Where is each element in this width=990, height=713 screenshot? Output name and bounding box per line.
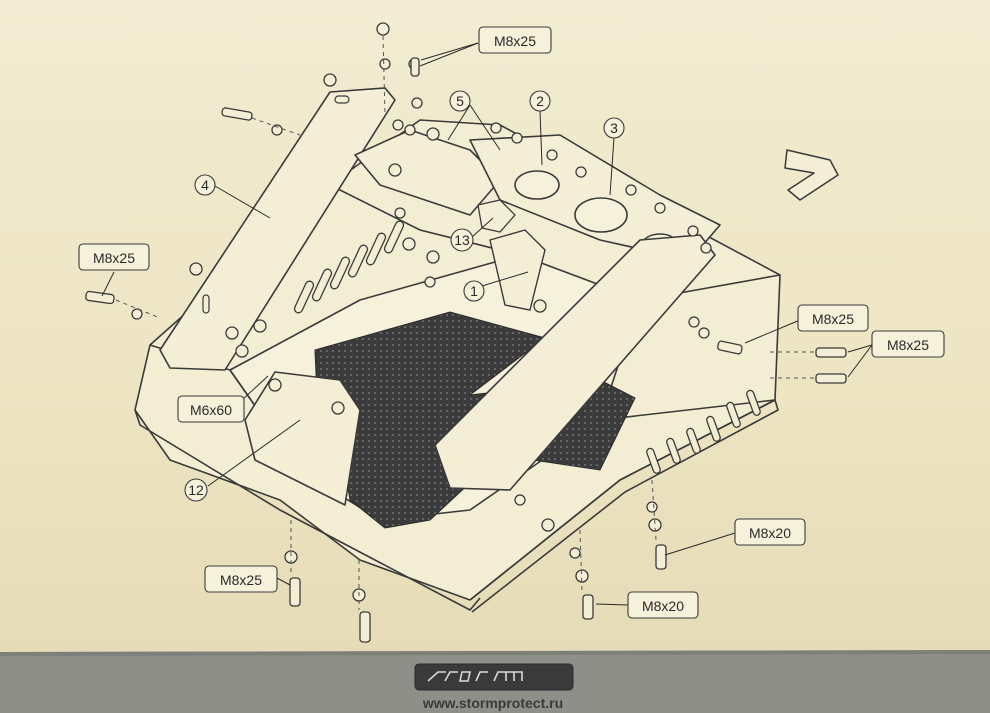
part-number-5: 5 bbox=[449, 90, 471, 112]
assembly-guides bbox=[115, 35, 816, 610]
callout-top: M8x25 bbox=[478, 26, 552, 54]
callout-bottom-left: M8x25 bbox=[204, 565, 278, 593]
footer-band: www.stormprotect.ru bbox=[0, 650, 990, 713]
right-vent-slots bbox=[646, 389, 761, 474]
part-number-12-text: 12 bbox=[188, 482, 204, 498]
callout-left-mid-text: M6x60 bbox=[190, 402, 232, 418]
part-number-13-text: 13 bbox=[454, 232, 470, 248]
callout-bottom-right-upper: M8x20 bbox=[734, 518, 806, 546]
callout-right-upper-text: M8x25 bbox=[812, 311, 854, 327]
callout-right-upper: M8x25 bbox=[797, 304, 869, 332]
callout-bottom-left-text: M8x25 bbox=[220, 572, 262, 588]
bolts bbox=[85, 57, 847, 643]
bracket-4-slot bbox=[334, 95, 350, 104]
part-number-3-text: 3 bbox=[610, 120, 618, 136]
crossbar-part-1 bbox=[489, 229, 546, 311]
storm-logo bbox=[414, 663, 574, 691]
right-bracket-bar bbox=[434, 234, 716, 491]
bracket-4-slot-lower bbox=[202, 294, 210, 314]
callout-right-side-text: M8x25 bbox=[887, 337, 929, 353]
left-vent-slots bbox=[293, 220, 405, 314]
part-number-1-text: 1 bbox=[470, 283, 478, 299]
callout-bottom-right-lower: M8x20 bbox=[627, 591, 699, 619]
fasteners bbox=[131, 22, 712, 602]
callout-bottom-right-lower-text: M8x20 bbox=[642, 598, 684, 614]
callout-left-text: M8x25 bbox=[93, 250, 135, 266]
hose-fitting bbox=[784, 149, 839, 201]
part-number-1: 1 bbox=[463, 280, 485, 302]
mount-ring-2 bbox=[514, 170, 560, 200]
callout-left-mid: M6x60 bbox=[177, 395, 245, 423]
callout-bottom-right-upper-text: M8x20 bbox=[749, 525, 791, 541]
part-number-5-text: 5 bbox=[456, 93, 464, 109]
part-number-2: 2 bbox=[529, 90, 551, 112]
footer-url: www.stormprotect.ru bbox=[422, 695, 563, 711]
callout-left: M8x25 bbox=[78, 243, 150, 271]
part-number-12: 12 bbox=[184, 478, 208, 502]
leader-lines bbox=[101, 42, 873, 606]
part-number-2-text: 2 bbox=[536, 93, 544, 109]
part-number-13: 13 bbox=[450, 228, 474, 252]
storm-logo-glyphs bbox=[427, 671, 523, 682]
part-number-4-text: 4 bbox=[201, 177, 209, 193]
callout-right-side: M8x25 bbox=[871, 330, 945, 358]
part-number-3: 3 bbox=[603, 117, 625, 139]
part-number-4: 4 bbox=[194, 174, 216, 196]
small-bracket-part-13 bbox=[477, 199, 516, 233]
bracket-part-4 bbox=[159, 87, 396, 371]
side-plate-part-12 bbox=[244, 371, 361, 506]
callout-top-text: M8x25 bbox=[494, 33, 536, 49]
mount-ring-3 bbox=[574, 197, 628, 233]
